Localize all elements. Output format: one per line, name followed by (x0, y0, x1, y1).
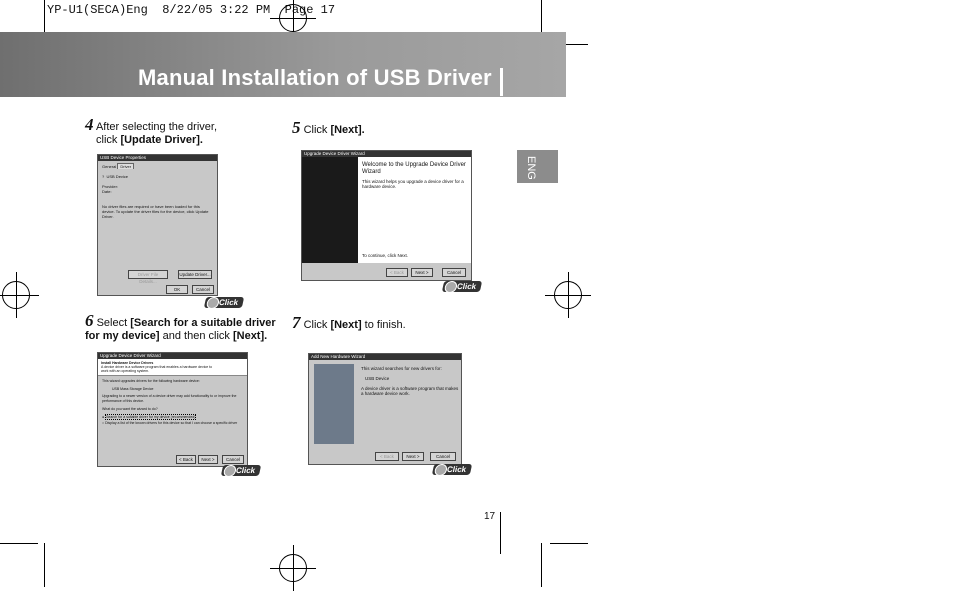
print-slug: YP-U1(SECA)Eng 8/22/05 3:22 PM Page 17 (47, 3, 336, 17)
crop-mark (550, 543, 588, 544)
crop-mark (541, 543, 542, 587)
page-number: 17 (484, 511, 496, 522)
next-button[interactable]: Next > (411, 268, 433, 277)
wizard-banner-image (302, 157, 358, 263)
computer-illustration (314, 364, 354, 444)
registration-mark (270, 0, 316, 41)
upgrade-wizard-welcome-dialog: Upgrade Device Driver Wizard Welcome to … (301, 150, 472, 281)
step-4: 4 After selecting the driver, click [Upd… (85, 115, 218, 146)
crop-mark (550, 44, 588, 45)
crop-mark (541, 0, 542, 44)
click-callout: Click (203, 297, 245, 308)
click-callout: Click (220, 465, 262, 476)
list-option-radio[interactable]: ○ Display a list of the known drivers fo… (102, 421, 238, 425)
registration-mark (270, 545, 316, 591)
next-button[interactable]: Next > (198, 455, 218, 464)
page-number-rule (500, 512, 501, 554)
cancel-button[interactable]: Cancel (192, 285, 214, 294)
header-band (0, 32, 566, 97)
unknown-device-icon: ? (102, 174, 105, 179)
step-6: 6 Select [Search for a suitable driver f… (85, 311, 276, 342)
install-hardware-drivers-dialog: Upgrade Device Driver Wizard Install Har… (97, 352, 248, 467)
language-tab: ENG (517, 150, 558, 183)
ok-button[interactable]: OK (166, 285, 188, 294)
tab-driver[interactable]: Driver (117, 163, 135, 169)
next-button[interactable]: Next > (402, 452, 424, 461)
page-title: Manual Installation of USB Driver (138, 65, 492, 90)
cancel-button[interactable]: Cancel (222, 455, 244, 464)
registration-mark (545, 272, 591, 318)
cancel-button[interactable]: Cancel (442, 268, 466, 277)
add-new-hardware-dialog: Add New Hardware Wizard This wizard sear… (308, 353, 462, 465)
crop-mark (0, 543, 38, 544)
driver-details-button[interactable]: Driver File Details... (128, 270, 168, 284)
step-5: 5 Click [Next]. (292, 118, 365, 137)
usb-device-properties-dialog: USB Device Properties General Driver ? U… (97, 154, 218, 296)
back-button[interactable]: < Back (386, 268, 408, 277)
back-button[interactable]: < Back (375, 452, 399, 461)
cancel-button[interactable]: Cancel (430, 452, 456, 461)
back-button[interactable]: < Back (176, 455, 196, 464)
click-callout: Click (431, 464, 473, 475)
search-option-radio[interactable]: ● Search for a suitable driver for my de… (102, 413, 197, 420)
step-7: 7 Click [Next] to finish. (292, 313, 406, 332)
title-bar-accent (500, 68, 503, 96)
update-driver-button[interactable]: Update Driver... (178, 270, 212, 279)
tab-general[interactable]: General (102, 164, 117, 169)
crop-mark (44, 543, 45, 587)
click-callout: Click (441, 281, 483, 292)
registration-mark (0, 272, 39, 318)
crop-mark (44, 0, 45, 44)
